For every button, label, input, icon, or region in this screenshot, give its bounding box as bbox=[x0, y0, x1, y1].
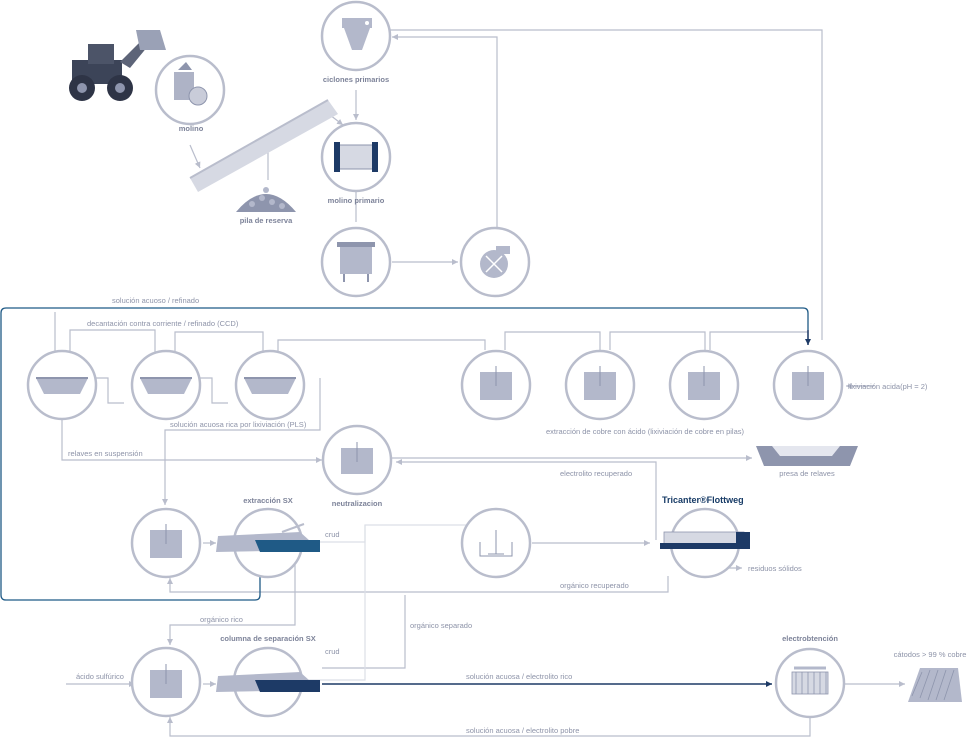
extraccion-sx-label: extracción SX bbox=[243, 496, 293, 505]
catodos-label: cátodos > 99 % cobre bbox=[894, 650, 967, 659]
acido-label: ácido sulfúrico bbox=[76, 672, 124, 681]
heap-leach-tanks bbox=[460, 349, 844, 421]
organico-rico-label: orgánico rico bbox=[200, 615, 243, 624]
thickener-icon bbox=[36, 377, 296, 394]
electrobtencion-label: electrobtención bbox=[782, 634, 838, 643]
tricanter-label: Tricanter®Flottweg bbox=[662, 495, 744, 505]
solucion-acuoso-label: solución acuoso / refinado bbox=[112, 296, 199, 305]
electrolito-recuperado-label: electrolito recuperado bbox=[560, 469, 632, 478]
cyclone-icon bbox=[342, 18, 372, 50]
electrowinning-cell-icon bbox=[791, 666, 829, 695]
stockpile-icon bbox=[236, 187, 296, 212]
neutralizer-icon bbox=[341, 442, 373, 474]
tank-icon bbox=[337, 242, 375, 282]
crud-label-1: crud bbox=[325, 530, 340, 539]
mill-icon bbox=[334, 142, 378, 172]
tailings-dam-icon bbox=[756, 446, 858, 466]
conveyor-icon bbox=[189, 99, 338, 192]
pls-label: solución acuosa rica por lixiviación (PL… bbox=[170, 420, 307, 429]
pila-label: pila de reserva bbox=[240, 216, 293, 225]
relaves-label: relaves en suspensión bbox=[68, 449, 143, 458]
mixer-settler-icon-2 bbox=[216, 672, 320, 692]
organico-separado-label: orgánico separado bbox=[410, 621, 472, 630]
residuos-label: residuos sólidos bbox=[748, 564, 802, 573]
crusher-icon bbox=[174, 62, 208, 106]
lixiviacion-label: lixiviación acida(pH = 2) bbox=[848, 382, 928, 391]
thickeners bbox=[26, 349, 306, 421]
loader-icon bbox=[69, 30, 166, 101]
pump-icon bbox=[480, 246, 510, 278]
columna-sx-label: columna de separación SX bbox=[220, 634, 315, 643]
cathodes-icon bbox=[908, 668, 962, 702]
presa-label: presa de relaves bbox=[779, 469, 835, 478]
electrolito-rico-label: solución acuosa / electrolito rico bbox=[466, 672, 572, 681]
organico-recuperado-label: orgánico recuperado bbox=[560, 581, 629, 590]
ccd-label: decantación contra corriente / refinado … bbox=[87, 319, 239, 328]
crud-label-2: crud bbox=[325, 647, 340, 656]
ciclones-label: ciclones primarios bbox=[323, 75, 389, 84]
molino-label: molino bbox=[179, 124, 204, 133]
extraccion-cobre-label: extracción de cobre con ácido (lixiviaci… bbox=[546, 427, 745, 436]
heap-leach-tank-icon bbox=[480, 366, 824, 400]
mixer-icon-1 bbox=[150, 524, 182, 558]
crud-tank-icon bbox=[479, 530, 513, 557]
decanter-centrifuge-icon bbox=[660, 531, 750, 549]
molino-primario-label: molino primario bbox=[328, 196, 385, 205]
mixer-icon-2 bbox=[150, 664, 182, 698]
mixer-settler-icon bbox=[216, 523, 320, 552]
electrolito-pobre-label: solución acuosa / electrolito pobre bbox=[466, 726, 579, 735]
neutralizacion-label: neutralizacion bbox=[332, 499, 383, 508]
